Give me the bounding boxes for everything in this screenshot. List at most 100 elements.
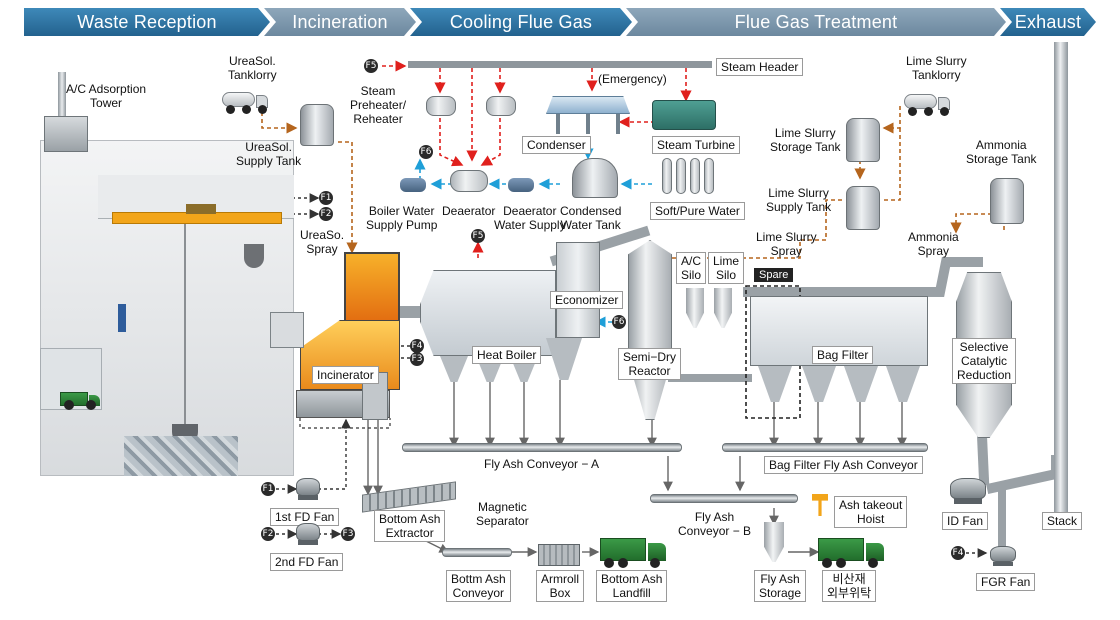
ammonia-storage-tank-icon — [990, 178, 1024, 224]
building-window — [118, 304, 126, 332]
marker-f5-boiler: F5 — [471, 229, 485, 243]
soft-pure-water-label: Soft/Pure Water — [650, 202, 745, 220]
steam-header-label: Steam Header — [716, 58, 804, 76]
economizer-label: Economizer — [550, 291, 624, 309]
marker-f6-economizer: F6 — [612, 315, 626, 329]
fd-fan-2-icon — [296, 523, 320, 545]
scr-label: Selective Catalytic Reduction — [952, 338, 1017, 384]
bottom-ash-landfill-label: Bottom Ash Landfill — [596, 570, 668, 602]
lime-slurry-tanklorry-icon — [904, 94, 950, 116]
steam-turbine-icon — [652, 100, 716, 130]
fd-fan-1-icon — [296, 478, 320, 500]
steam-preheater-icon — [426, 96, 456, 116]
id-fan-label: ID Fan — [942, 512, 989, 530]
urea-supply-tank-label: UreaSol. Supply Tank — [236, 140, 302, 168]
ammonia-storage-tank-label: Ammonia Storage Tank — [966, 138, 1037, 166]
bottom-ash-landfill-truck-icon — [600, 538, 666, 568]
magnetic-separator-label: Magnetic Separator — [476, 500, 529, 528]
deaerator-icon — [450, 170, 488, 192]
fgr-fan-label: FGR Fan — [976, 573, 1036, 591]
fly-ash-storage-label: Fly Ash Storage — [754, 570, 807, 602]
marker-f4-fgr: F4 — [951, 546, 965, 560]
semi-dry-reactor-label: Semi−Dry Reactor — [618, 348, 682, 380]
stage-incineration: Incineration — [264, 8, 416, 36]
spare-tag: Spare — [754, 268, 794, 282]
emergency-label: (Emergency) — [598, 72, 667, 86]
waste-pit — [124, 436, 238, 476]
boiler-water-pump-label: Boiler Water Supply Pump — [366, 204, 438, 232]
crane-hoist — [186, 204, 216, 214]
marker-f1-top: F1 — [319, 191, 333, 205]
marker-f5-steam: F5 — [364, 59, 378, 73]
lime-slurry-supply-tank-label: Lime Slurry Supply Tank — [766, 186, 832, 214]
waste-hopper — [270, 312, 304, 348]
id-fan-icon — [950, 478, 986, 504]
urea-supply-tank-icon — [300, 104, 334, 146]
deaerator-pump-icon — [508, 178, 534, 192]
lime-slurry-storage-tank-icon — [846, 118, 880, 162]
marker-f2-top: F2 — [319, 207, 333, 221]
stack-pipe — [1054, 42, 1068, 516]
condensed-water-tank-icon — [572, 158, 618, 198]
deaerator-label: Deaerator — [442, 204, 496, 218]
armroll-box-label: Armroll Box — [536, 570, 584, 602]
lime-slurry-storage-tank-label: Lime Slurry Storage Tank — [770, 126, 841, 154]
urea-tanklorry-label: UreaSol. Tanklorry — [228, 54, 277, 82]
lime-silo-icon — [714, 288, 732, 328]
lime-slurry-spray-label: Lime Slurry Spray — [756, 230, 817, 258]
steam-lines — [382, 60, 692, 258]
crane-grab-icon — [244, 244, 264, 268]
bottom-ash-conveyor — [442, 548, 512, 557]
fly-ash-conveyor-b-label: Fly Ash Conveyor − B — [678, 510, 752, 538]
ac-adsorption-tower-label: A/C Adsorption Tower — [66, 82, 147, 110]
waste-truck-icon — [60, 392, 100, 410]
ac-silo-label: A/C Silo — [676, 252, 707, 284]
bag-filter-label: Bag Filter — [812, 346, 874, 364]
fly-ash-truck-icon — [818, 538, 884, 568]
stack-label: Stack — [1042, 512, 1083, 530]
stage-exhaust: Exhaust — [1000, 8, 1096, 36]
grab-cable — [184, 224, 186, 424]
marker-f2-fan: F2 — [261, 527, 275, 541]
lime-slurry-supply-tank-icon — [846, 186, 880, 230]
bag-filter-fly-ash-conveyor-label: Bag Filter Fly Ash Conveyor — [764, 456, 923, 474]
marker-f6-deaerator: F6 — [419, 145, 433, 159]
bag-filter-fly-ash-conveyor — [722, 443, 928, 452]
ac-adsorption-tower-icon — [44, 72, 88, 162]
lime-silo-label: Lime Silo — [708, 252, 745, 284]
steam-turbine-label: Steam Turbine — [652, 136, 741, 154]
soft-water-unit-icon — [662, 158, 716, 194]
fly-ash-conveyor-b — [650, 494, 798, 503]
heat-boiler-label: Heat Boiler — [472, 346, 542, 364]
stage-waste-reception: Waste Reception — [24, 8, 270, 36]
ash-takeout-hoist-label: Ash takeout Hoist — [834, 496, 908, 528]
economizer-body — [556, 242, 600, 338]
korean-consignment-label: 비산재 외부위탁 — [822, 570, 877, 602]
steam-reheater-icon — [486, 96, 516, 116]
boiler-water-pump-icon — [400, 178, 426, 192]
fd-fan-1-label: 1st FD Fan — [270, 508, 340, 526]
deaerator-water-supply-label: Deaerator Water Supply — [494, 204, 566, 232]
marker-f3-incinerator: F3 — [410, 352, 424, 366]
urea-tanklorry-icon — [222, 92, 268, 114]
marker-f1-fan: F1 — [261, 482, 275, 496]
marker-f3-fan: F3 — [341, 527, 355, 541]
condensed-water-tank-label: Condensed Water Tank — [560, 204, 622, 232]
ammonia-spray-label: Ammonia Spray — [908, 230, 959, 258]
stage-flue-gas-treatment: Flue Gas Treatment — [626, 8, 1006, 36]
fgr-fan-icon — [990, 546, 1016, 566]
lime-slurry-tanklorry-label: Lime Slurry Tanklorry — [906, 54, 967, 82]
bottom-ash-extractor-label: Bottom Ash Extractor — [374, 510, 446, 542]
fly-ash-conveyor-a — [402, 443, 682, 452]
fd-fan-2-label: 2nd FD Fan — [270, 553, 344, 571]
condenser-label: Condenser — [522, 136, 591, 154]
armroll-box-icon — [538, 544, 580, 566]
stage-cooling-flue-gas: Cooling Flue Gas — [410, 8, 632, 36]
fly-ash-conveyor-a-label: Fly Ash Conveyor − A — [484, 457, 600, 471]
incinerator-label: Incinerator — [312, 366, 379, 384]
steam-preheater-label: Steam Preheater/ Reheater — [350, 84, 407, 126]
condenser-icon — [546, 88, 630, 134]
urea-spray-label: UreaSo. Spray — [300, 228, 345, 256]
heat-boiler-body — [420, 270, 556, 356]
marker-f4-incinerator: F4 — [410, 339, 424, 353]
